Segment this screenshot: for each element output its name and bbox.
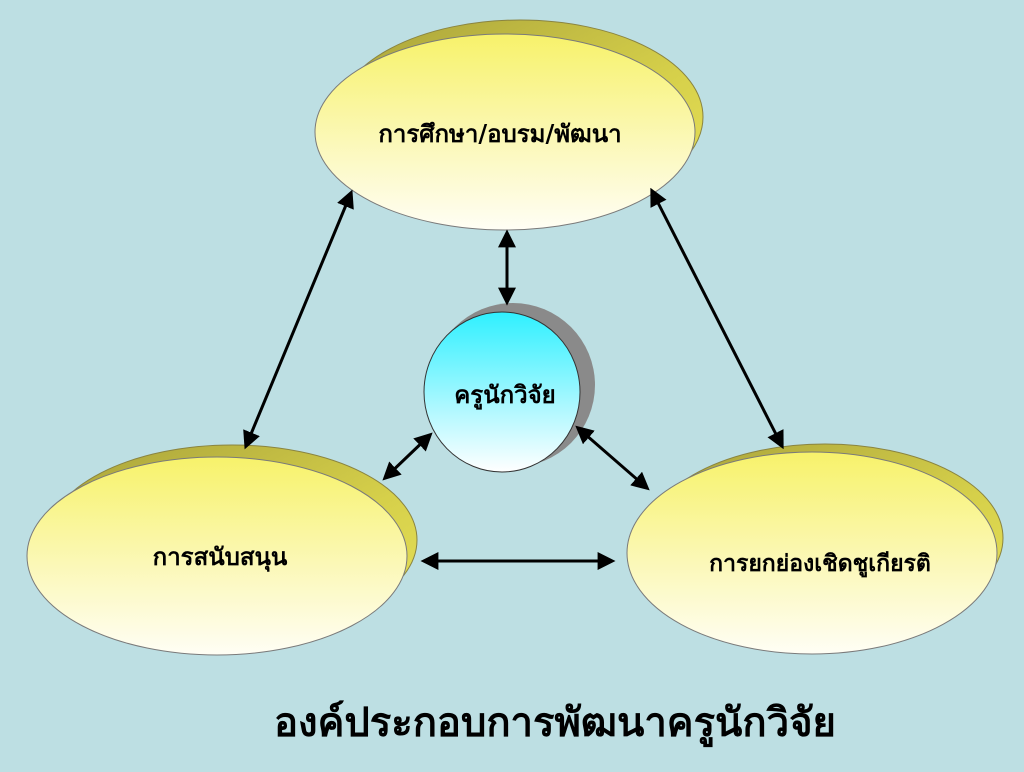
arrow-center-left bbox=[382, 432, 433, 481]
node-left-label: การสนับสนุน bbox=[152, 542, 288, 571]
node-top-label: การศึกษา/อบรม/พัฒนา bbox=[378, 119, 622, 148]
node-center-label: ครูนักวิจัย bbox=[454, 380, 556, 409]
arrow-top-left bbox=[243, 189, 354, 450]
slide-title: องค์ประกอบการพัฒนาครูนักวิจัย bbox=[274, 699, 836, 746]
arrow-top-right bbox=[650, 187, 784, 450]
arrow-center-right bbox=[575, 425, 650, 491]
node-right-label: การยกย่องเชิดชูเกียรติ bbox=[709, 550, 931, 577]
node-top bbox=[314, 19, 704, 231]
node-left bbox=[26, 444, 418, 656]
node-center bbox=[423, 303, 595, 473]
node-right bbox=[626, 443, 1004, 655]
